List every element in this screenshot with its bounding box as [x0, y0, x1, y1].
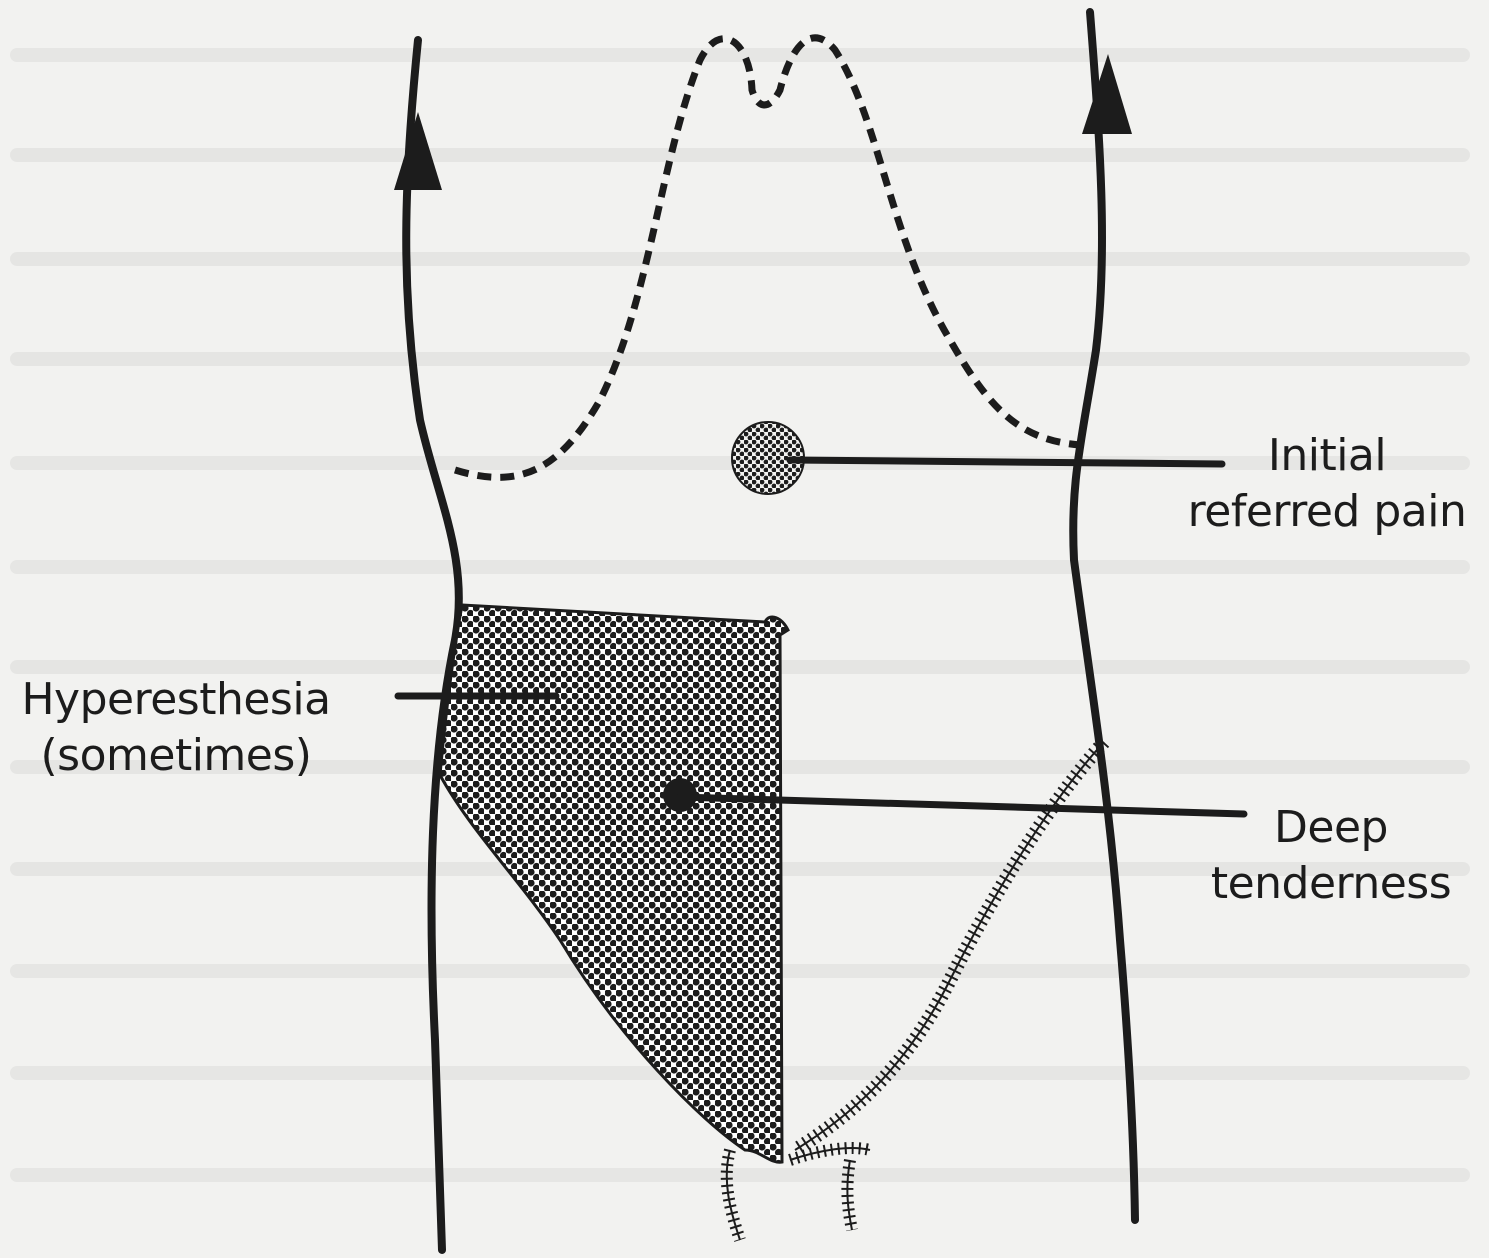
- hyperesthesia-label-line-2: (sometimes): [8, 728, 344, 784]
- hyperesthesia-label-line-1: Hyperesthesia: [8, 672, 344, 728]
- hyperesthesia-label: Hyperesthesia (sometimes): [8, 672, 344, 784]
- deep-tenderness-label: Deep tenderness: [1196, 800, 1466, 912]
- initial-label-line-1: Initial: [1172, 428, 1482, 484]
- left-arrow-head: [394, 112, 442, 190]
- right-arrow-head: [1082, 54, 1132, 134]
- hyperesthesia-region: [440, 605, 788, 1162]
- rib-cage-outline: [455, 38, 1080, 478]
- torso-right-outline: [1073, 12, 1135, 1220]
- initial-label-line-2: referred pain: [1172, 484, 1482, 540]
- deep-label-line-1: Deep: [1196, 800, 1466, 856]
- groin-hatch: [727, 1148, 870, 1240]
- torso-left-outline: [406, 40, 459, 1250]
- initial-pain-leader: [790, 460, 1222, 464]
- initial-referred-pain-label: Initial referred pain: [1172, 428, 1482, 540]
- deep-label-line-2: tenderness: [1196, 856, 1466, 912]
